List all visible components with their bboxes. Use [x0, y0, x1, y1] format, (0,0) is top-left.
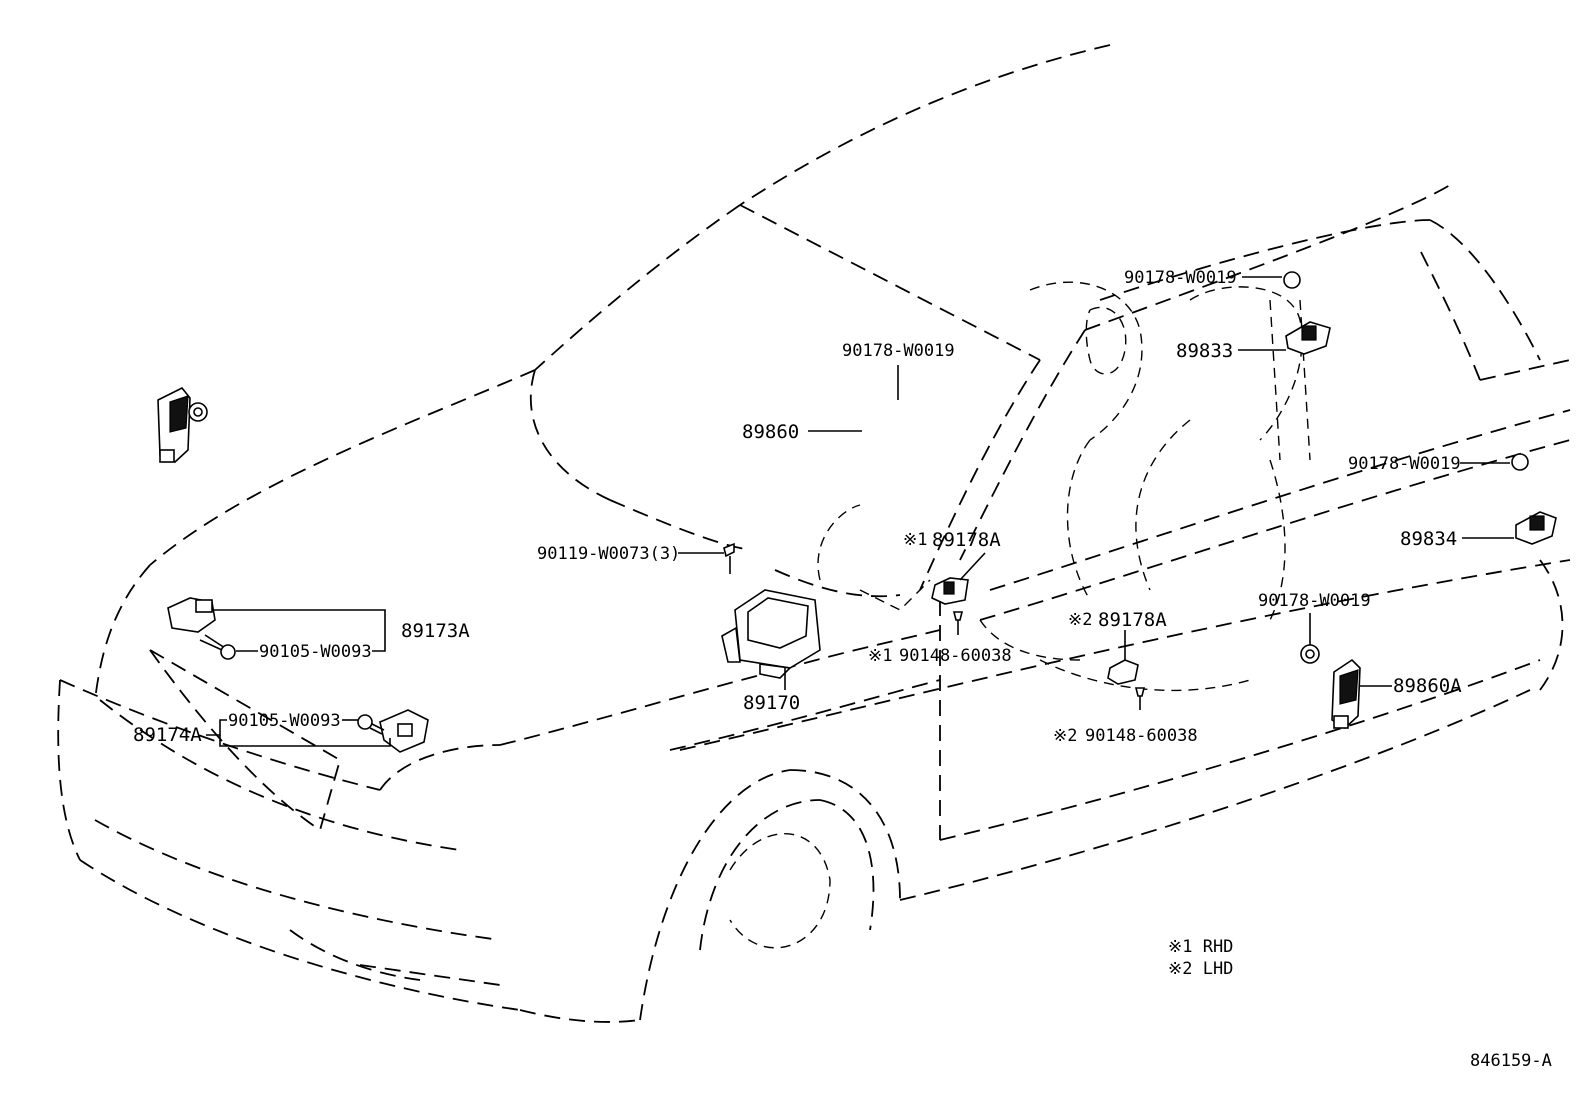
car-outline — [57, 44, 1571, 1023]
front-sensor-89173A — [167, 597, 236, 660]
label-89174A: 89174A — [133, 724, 202, 746]
sensor-89833 — [1283, 271, 1331, 355]
leader-lines — [206, 276, 1514, 747]
label-90148-rhd: 90148-60038 — [899, 646, 1012, 666]
label-89860: 89860 — [742, 421, 799, 443]
front-sensor-89174A — [357, 709, 429, 753]
label-90178-top: 90178-W0019 — [842, 341, 955, 361]
part-labels: 89173A 90105-W0093 89174A 90105-W0093 90… — [133, 268, 1552, 1071]
label-89833: 89833 — [1176, 340, 1233, 362]
label-90105-upper: 90105-W0093 — [259, 642, 372, 662]
diagram-id: 846159-A — [1470, 1051, 1552, 1071]
mark-lhd-1: ※2 — [1068, 610, 1092, 630]
label-89860A: 89860A — [1393, 675, 1462, 697]
label-89173A: 89173A — [401, 620, 470, 642]
side-sensor-89860 — [157, 386, 208, 463]
legend-rhd: ※1 RHD — [1168, 937, 1233, 957]
label-90105-lower: 90105-W0093 — [228, 711, 341, 731]
legend-lhd: ※2 LHD — [1168, 959, 1233, 979]
sensor-89178A-rhd — [931, 577, 969, 635]
mark-rhd-1: ※1 — [903, 530, 927, 550]
label-89170: 89170 — [743, 692, 800, 714]
mark-rhd-2: ※1 — [868, 646, 892, 666]
label-90119: 90119-W0073(3) — [537, 544, 680, 564]
label-90178-r1: 90178-W0019 — [1124, 268, 1237, 288]
airbag-ecu-89170 — [721, 542, 821, 679]
mark-lhd-2: ※2 — [1053, 726, 1077, 746]
label-89834: 89834 — [1400, 528, 1457, 550]
sensor-89178A-lhd — [1107, 659, 1146, 710]
label-90178-r2: 90178-W0019 — [1348, 454, 1461, 474]
label-89178A-rhd: 89178A — [932, 529, 1001, 551]
label-90178-r3: 90178-W0019 — [1258, 591, 1371, 611]
side-sensor-89860A — [1300, 644, 1361, 729]
label-90148-lhd: 90148-60038 — [1085, 726, 1198, 746]
label-89178A-lhd: 89178A — [1098, 609, 1167, 631]
sensor-89834 — [1511, 453, 1557, 545]
